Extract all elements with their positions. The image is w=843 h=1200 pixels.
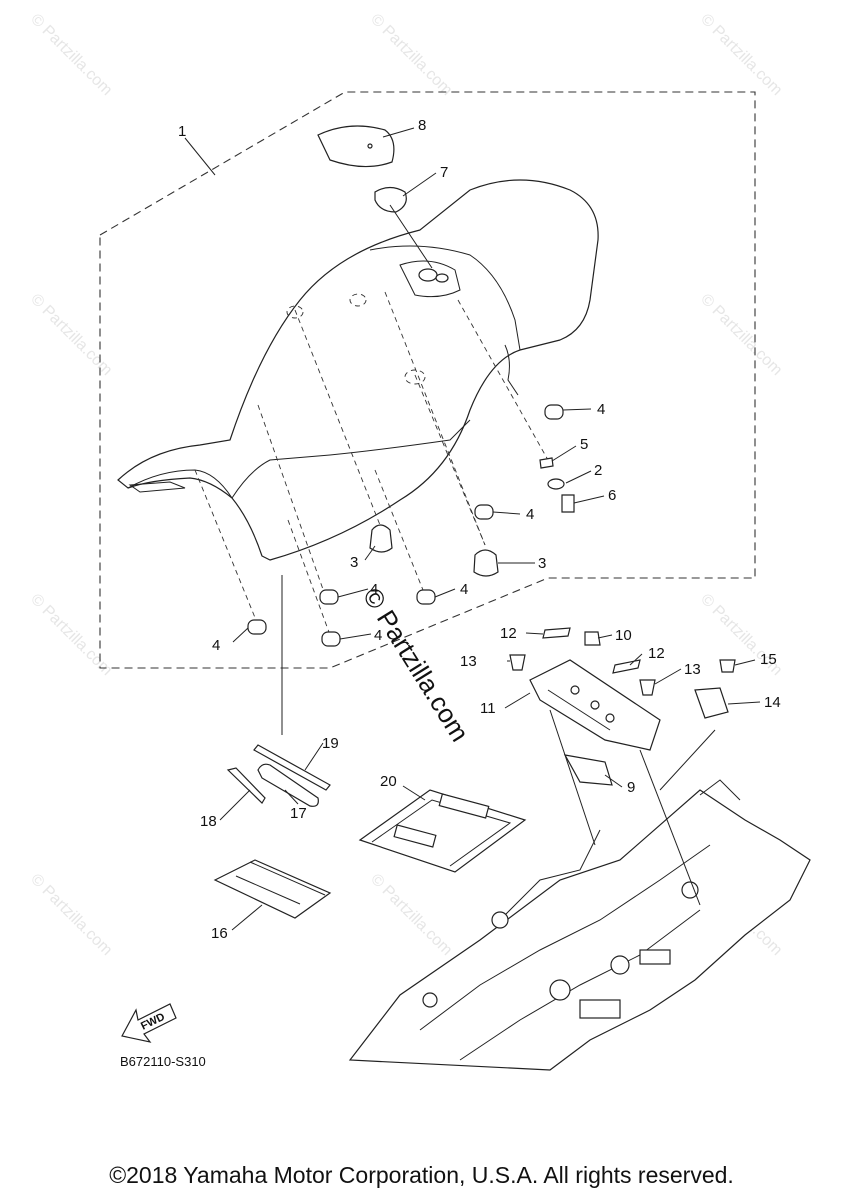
watermark: © Partzilla.com [27, 871, 115, 959]
callout-4: 4 [460, 581, 468, 598]
watermark: © Partzilla.com [697, 11, 785, 99]
callout-6: 6 [608, 487, 616, 504]
callout-4: 4 [597, 401, 605, 418]
watermark: © Partzilla.com [367, 11, 455, 99]
forward-arrow: FWD [121, 1003, 177, 1043]
diagram-reference-code: B672110-S310 [120, 1054, 206, 1069]
callout-16: 16 [211, 925, 228, 942]
watermark: © Partzilla.com [27, 291, 115, 379]
callout-14: 14 [764, 694, 781, 711]
callout-4: 4 [212, 637, 220, 654]
callout-1: 1 [178, 123, 186, 140]
callout-12: 12 [648, 645, 665, 662]
seat-assembly-boundary [99, 91, 756, 669]
callout-12: 12 [500, 625, 517, 642]
callout-7: 7 [440, 164, 448, 181]
callout-8: 8 [418, 117, 426, 134]
center-watermark: © Partzilla.com [357, 582, 475, 746]
callout-10: 10 [615, 627, 632, 644]
watermark: © Partzilla.com [27, 11, 115, 99]
callout-4: 4 [526, 506, 534, 523]
callout-11: 11 [480, 700, 496, 717]
toolkit-drawing [213, 575, 527, 919]
callout-9: 9 [627, 779, 635, 796]
seat-lock-bracket [509, 627, 736, 786]
callout-19: 19 [322, 735, 339, 752]
callout-18: 18 [200, 813, 217, 830]
callout-4: 4 [374, 627, 382, 644]
copyright-notice: ©2018 Yamaha Motor Corporation, U.S.A. A… [109, 1162, 734, 1188]
watermark: © Partzilla.com [697, 291, 785, 379]
callout-20: 20 [380, 773, 397, 790]
seat-dampers [247, 404, 575, 647]
seat-drawing [117, 179, 599, 561]
callouts: 1 8 7 4 5 2 6 4 3 3 4 4 4 4 12 10 12 13 … [178, 117, 781, 942]
callout-5: 5 [580, 436, 588, 453]
seat-cap [317, 125, 433, 269]
mount-lines [194, 291, 549, 636]
watermark: © Partzilla.com [27, 591, 115, 679]
callout-3: 3 [538, 555, 546, 572]
watermark: © Partzilla.com [367, 871, 455, 959]
callout-4: 4 [370, 581, 378, 598]
callout-17: 17 [290, 805, 307, 822]
callout-13: 13 [684, 661, 701, 678]
callout-13: 13 [460, 653, 477, 670]
leader-lines [184, 127, 761, 931]
callout-2: 2 [594, 462, 602, 479]
callout-3: 3 [350, 554, 358, 571]
frame-drawing [348, 709, 811, 1071]
callout-15: 15 [760, 651, 777, 668]
